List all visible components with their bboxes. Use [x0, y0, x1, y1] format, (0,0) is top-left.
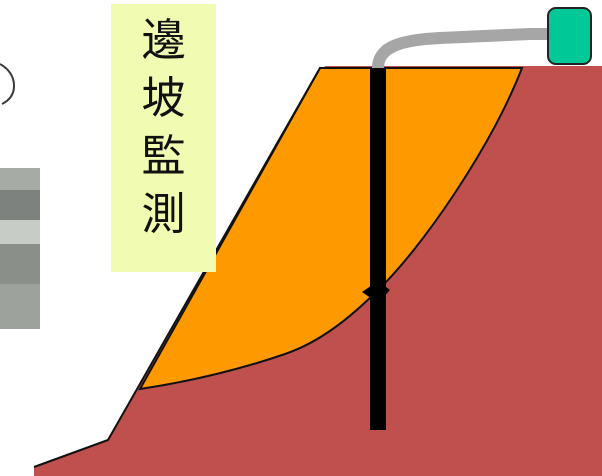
photo-fragment — [0, 168, 40, 329]
sensor-cable — [372, 28, 558, 74]
title-char-3: 監 — [141, 131, 186, 182]
sliding-mass — [138, 67, 524, 391]
data-logger-icon — [547, 7, 592, 65]
title-char-4: 測 — [141, 189, 186, 240]
shear-point-marker — [362, 281, 390, 303]
title-text: 邊 坡 監 測 — [111, 4, 216, 272]
title-box: 邊 坡 監 測 — [111, 4, 216, 272]
partial-arc-icon — [0, 63, 16, 105]
title-char-1: 邊 — [141, 15, 186, 66]
title-char-2: 坡 — [141, 73, 186, 124]
inclinometer-rod — [370, 68, 386, 430]
